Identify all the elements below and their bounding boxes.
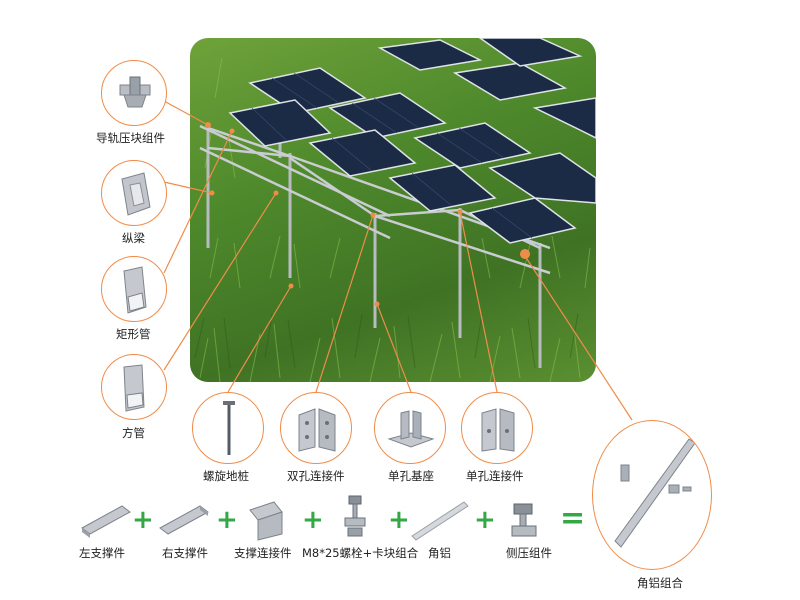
single-hole-connector-label: 单孔连接件 (466, 469, 524, 483)
plus-sign-5: + (474, 505, 496, 535)
beam-profile-icon (121, 172, 151, 216)
equals-sign: = (560, 501, 586, 536)
support-connector-label: 支撑连接件 (234, 546, 292, 560)
plus-sign-4: + (388, 505, 410, 535)
double-hole-connector-label: 双孔连接件 (287, 469, 345, 483)
bolt-block-icon (344, 495, 366, 537)
single-hole-base-circle (374, 392, 446, 464)
plus-sign-1: + (132, 505, 154, 535)
right-support-label: 右支撑件 (162, 546, 208, 560)
angle-aluminum-icon (411, 501, 469, 541)
plus-sign-3: + (302, 505, 324, 535)
square-tube-label: 方管 (122, 426, 145, 440)
rail-clamp-circle (101, 60, 167, 126)
rect-tube-label: 矩形管 (116, 327, 151, 341)
spiral-pile-label: 螺旋地桩 (203, 469, 249, 483)
side-clamp-icon (511, 503, 537, 537)
spiral-pile-icon (223, 401, 235, 455)
angle-aluminum-assembly-icon (614, 438, 696, 548)
rail-clamp-label: 导轨压块组件 (96, 131, 165, 145)
pv-structure-photo (190, 38, 596, 382)
support-connector-icon (249, 501, 283, 541)
angle-aluminum-assembly-circle (592, 420, 712, 570)
single-hole-base-label: 单孔基座 (388, 469, 434, 483)
spiral-pile-circle (192, 392, 264, 464)
single-hole-connector-circle (461, 392, 533, 464)
rect-tube-circle (101, 256, 167, 322)
single-hole-connector-icon (481, 408, 515, 452)
double-hole-connector-circle (280, 392, 352, 464)
longitudinal-beam-circle (101, 160, 167, 226)
angle-aluminum-assembly-label: 角铝组合 (637, 576, 683, 590)
rail-clamp-icon (119, 76, 151, 108)
double-hole-connector-icon (298, 408, 336, 452)
side-clamp-label: 侧压组件 (506, 546, 552, 560)
right-support-icon (159, 505, 209, 535)
left-support-label: 左支撑件 (79, 546, 125, 560)
bolt-block-label: M8*25螺栓+卡块组合 (302, 546, 419, 560)
rect-tube-icon (123, 266, 147, 314)
left-support-icon (81, 505, 131, 538)
square-tube-circle (101, 354, 167, 420)
single-hole-base-icon (387, 410, 435, 448)
longitudinal-beam-label: 纵梁 (122, 231, 145, 245)
square-tube-icon (123, 364, 145, 412)
plus-sign-2: + (216, 505, 238, 535)
angle-aluminum-label: 角铝 (428, 546, 451, 560)
